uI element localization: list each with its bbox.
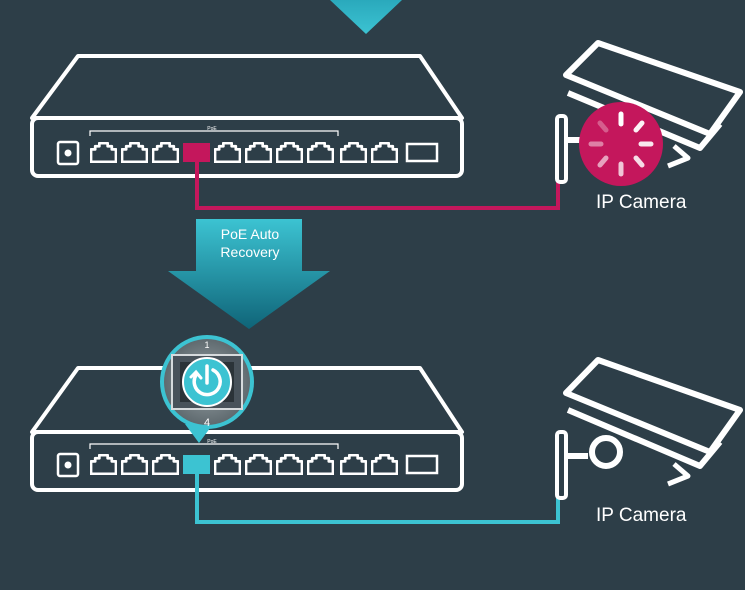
ethernet-port <box>371 454 398 475</box>
reboot-spinner-icon <box>588 111 654 177</box>
arrow-label-line1: PoE Auto <box>220 226 280 242</box>
ethernet-port <box>152 142 179 163</box>
power-jack <box>56 140 80 166</box>
poe-auto-recovery-arrow <box>168 219 330 329</box>
top-down-arrow-icon <box>330 0 402 34</box>
poe-label: PoE <box>207 126 217 132</box>
ethernet-port <box>276 142 303 163</box>
bottom-security-camera-icon <box>555 357 743 500</box>
bottom-cable <box>195 474 560 524</box>
power-recovery-icon <box>189 364 222 397</box>
faulty-port <box>183 143 210 162</box>
sfp-slot <box>405 142 439 163</box>
ethernet-port <box>152 454 179 475</box>
arrow-label-line2: Recovery <box>220 244 280 260</box>
ethernet-port <box>371 142 398 163</box>
poe-label: PoE <box>207 439 217 445</box>
ethernet-port <box>90 142 117 163</box>
ethernet-port <box>121 142 148 163</box>
bottom-camera-label: IP Camera <box>596 505 687 526</box>
ethernet-port <box>307 454 334 475</box>
top-switch: PoE <box>30 54 464 178</box>
top-camera-label: IP Camera <box>596 192 687 213</box>
inset-port-number-top: 1 <box>204 340 209 350</box>
ethernet-port <box>276 454 303 475</box>
ethernet-port <box>340 454 367 475</box>
ethernet-port <box>245 142 272 163</box>
ethernet-port <box>214 142 241 163</box>
recovered-port <box>183 455 210 474</box>
inset-port-number-bottom: 4 <box>204 417 210 429</box>
poe-auto-recovery-label: PoE Auto Recovery <box>196 225 304 261</box>
top-security-camera-icon <box>555 40 743 186</box>
port-zoom-inset: 1 4 <box>160 335 254 443</box>
ethernet-port <box>340 142 367 163</box>
ethernet-port <box>121 454 148 475</box>
power-jack <box>56 452 80 478</box>
bottom-switch: PoE <box>30 366 464 492</box>
ethernet-port <box>214 454 241 475</box>
ethernet-port <box>307 142 334 163</box>
top-cable <box>195 162 560 210</box>
ethernet-port <box>245 454 272 475</box>
sfp-slot <box>405 454 439 475</box>
ethernet-port <box>90 454 117 475</box>
